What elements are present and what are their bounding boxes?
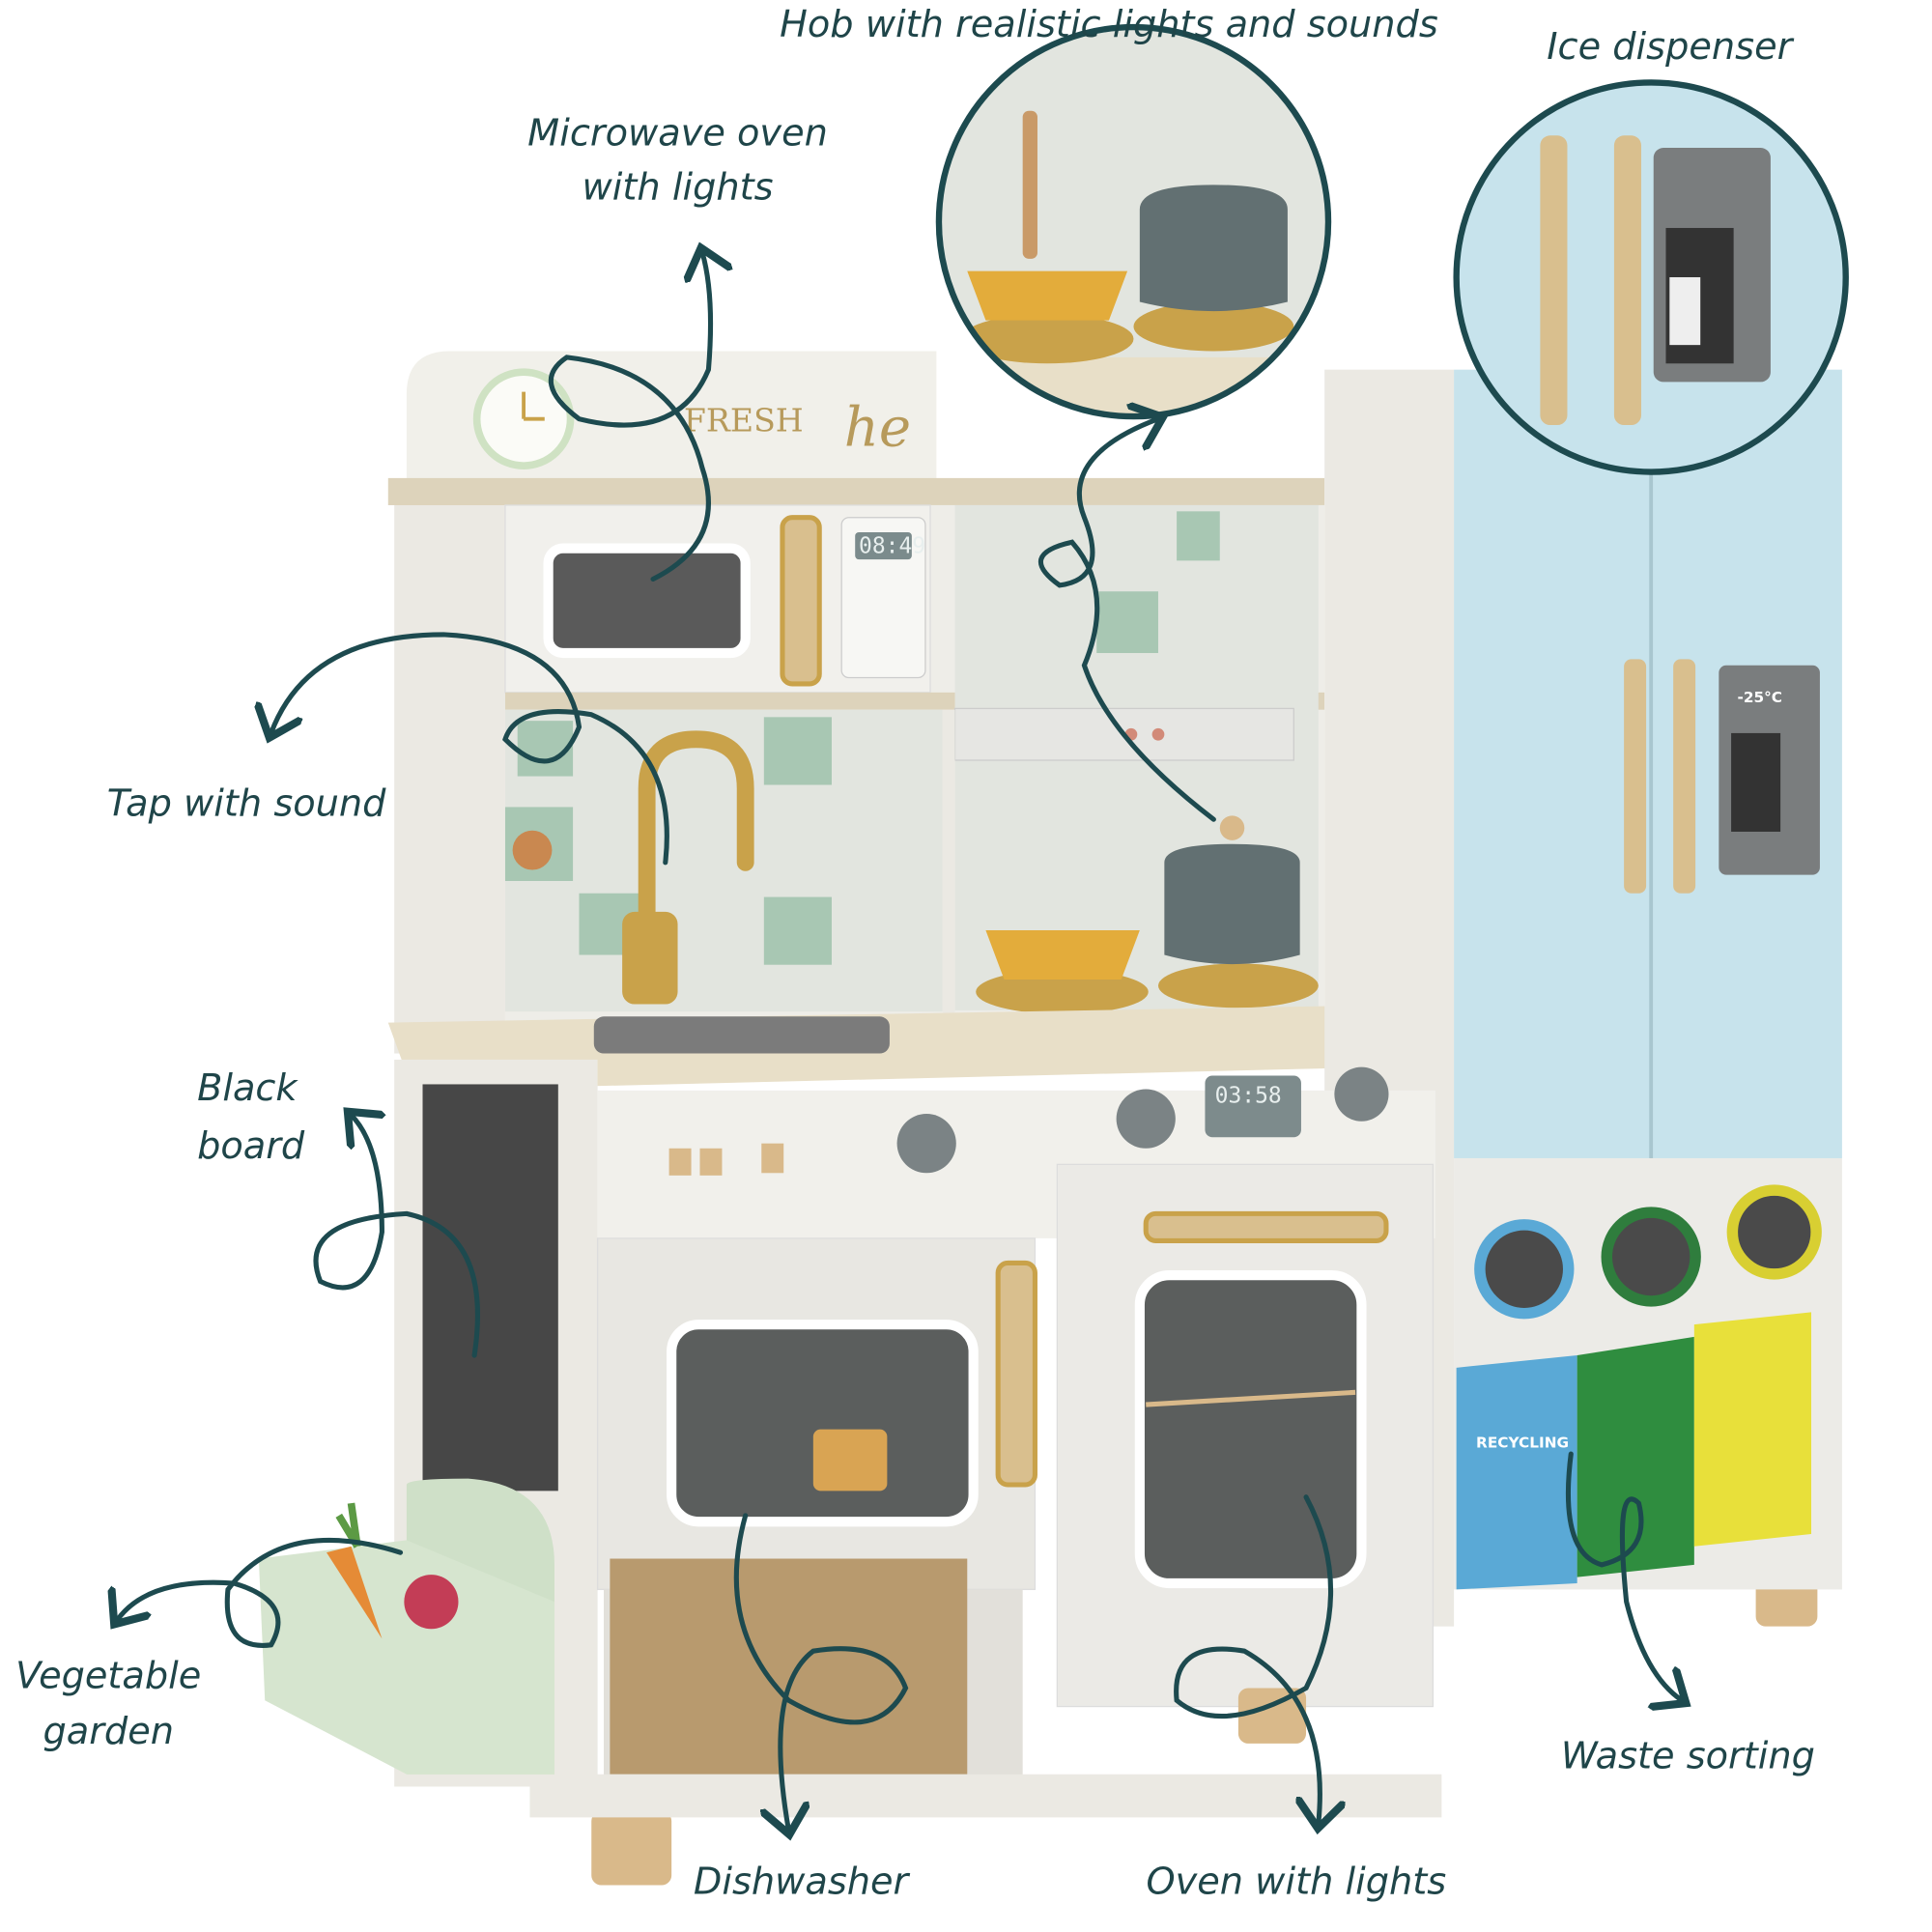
annotation-labels: Microwave oven with lights Hob with real… xyxy=(15,3,1815,1903)
hutch-text-he: he xyxy=(844,397,911,460)
label-oven: Oven with lights xyxy=(1146,1860,1446,1903)
fridge: -25°C RECYCLING xyxy=(1454,369,1842,1590)
label-tap: Tap with sound xyxy=(107,781,386,825)
label-waste-sorting: Waste sorting xyxy=(1561,1734,1815,1777)
ice-callout xyxy=(1453,79,1849,475)
vegetable-garden xyxy=(258,1478,554,1775)
kitchen-cabinet: FRESH he 08:49 xyxy=(387,351,1818,1886)
label-vegetable-line1: Vegetable xyxy=(15,1654,201,1697)
annotation-arrows xyxy=(117,252,1682,1830)
blackboard xyxy=(422,1084,558,1492)
label-ice-dispenser: Ice dispenser xyxy=(1547,25,1794,69)
oven-time: 03:58 xyxy=(1215,1084,1282,1109)
label-dishwasher: Dishwasher xyxy=(694,1860,911,1903)
microwave-time: 08:49 xyxy=(859,534,925,559)
label-vegetable-line2: garden xyxy=(43,1710,173,1753)
label-blackboard-line2: board xyxy=(197,1124,305,1168)
bag-label: RECYCLING xyxy=(1476,1435,1569,1452)
label-hob: Hob with realistic lights and sounds xyxy=(780,3,1438,46)
hutch-text-fresh: FRESH xyxy=(684,401,804,439)
hob-callout xyxy=(935,23,1332,420)
fridge-temp: -25°C xyxy=(1737,689,1782,706)
label-blackboard-line1: Black xyxy=(197,1066,298,1110)
label-microwave-line1: Microwave oven xyxy=(527,112,828,156)
label-microwave-line2: with lights xyxy=(582,166,774,210)
